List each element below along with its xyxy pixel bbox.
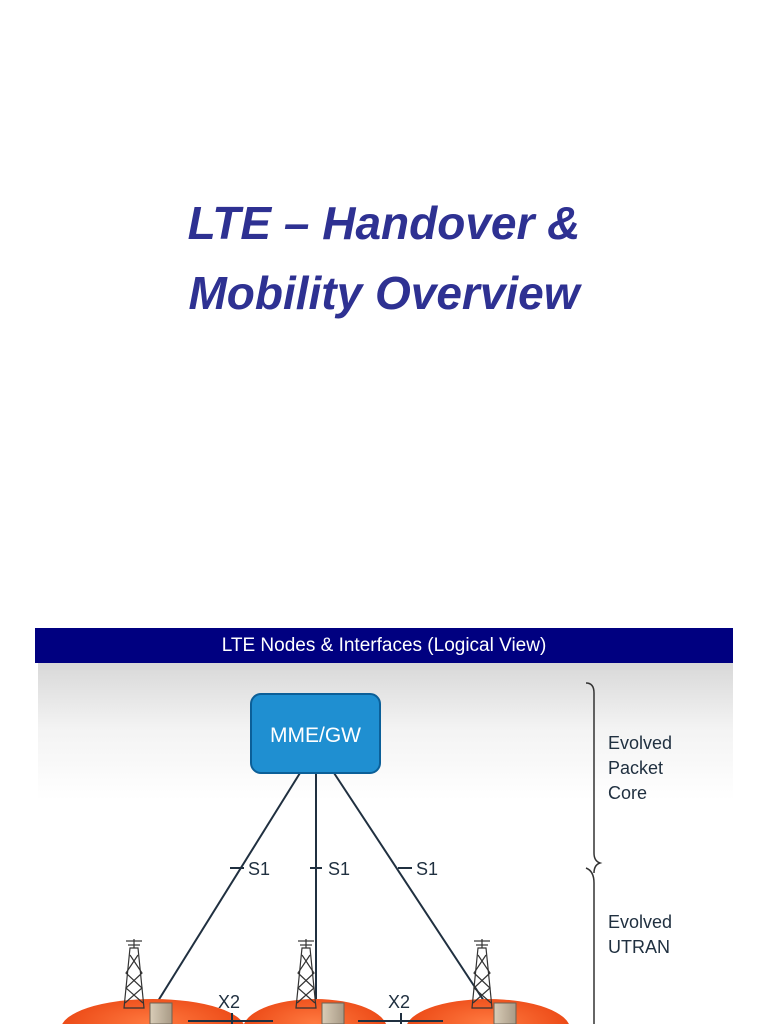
s1-link-right <box>333 772 485 1002</box>
enodeb-tower-left-icon <box>123 939 145 1009</box>
enodeb-box-left-icon <box>149 1002 173 1024</box>
epc-brace <box>585 682 603 874</box>
title-line-2: Mobility Overview <box>188 267 580 319</box>
enodeb-box-right-icon <box>493 1002 517 1024</box>
eutran-label-line1: Evolved <box>608 912 672 932</box>
epc-label-line1: Evolved <box>608 733 672 753</box>
epc-label-line3: Core <box>608 783 647 803</box>
s1-label-center: S1 <box>328 859 350 879</box>
s1-label-right: S1 <box>416 859 438 879</box>
cell-center <box>244 999 386 1024</box>
document-title: LTE – Handover & Mobility Overview <box>0 188 768 328</box>
epc-label-line2: Packet <box>608 758 663 778</box>
cell-right <box>407 999 569 1024</box>
mme-gw-node: MME/GW <box>250 693 381 774</box>
x2-label-right: X2 <box>388 992 410 1012</box>
enodeb-tower-right-icon <box>471 939 493 1009</box>
s1-link-left <box>157 772 301 1002</box>
network-diagram: MME/GW S1 S1 S1 Evolved Packet Core Evol… <box>62 682 672 1024</box>
eutran-label-line2: UTRAN <box>608 937 670 957</box>
enodeb-tower-center-icon <box>295 939 317 1009</box>
eutran-brace <box>585 867 595 1024</box>
slide-header: LTE Nodes & Interfaces (Logical View) <box>35 628 733 663</box>
enodeb-box-center-icon <box>321 1002 345 1024</box>
title-line-1: LTE – Handover & <box>187 197 581 249</box>
x2-label-left: X2 <box>218 992 240 1012</box>
s1-label-left: S1 <box>248 859 270 879</box>
mme-gw-label: MME/GW <box>270 724 361 747</box>
slide-figure: LTE Nodes & Interfaces (Logical View) <box>35 628 733 1024</box>
slide-body: MME/GW S1 S1 S1 Evolved Packet Core Evol… <box>38 663 733 1024</box>
